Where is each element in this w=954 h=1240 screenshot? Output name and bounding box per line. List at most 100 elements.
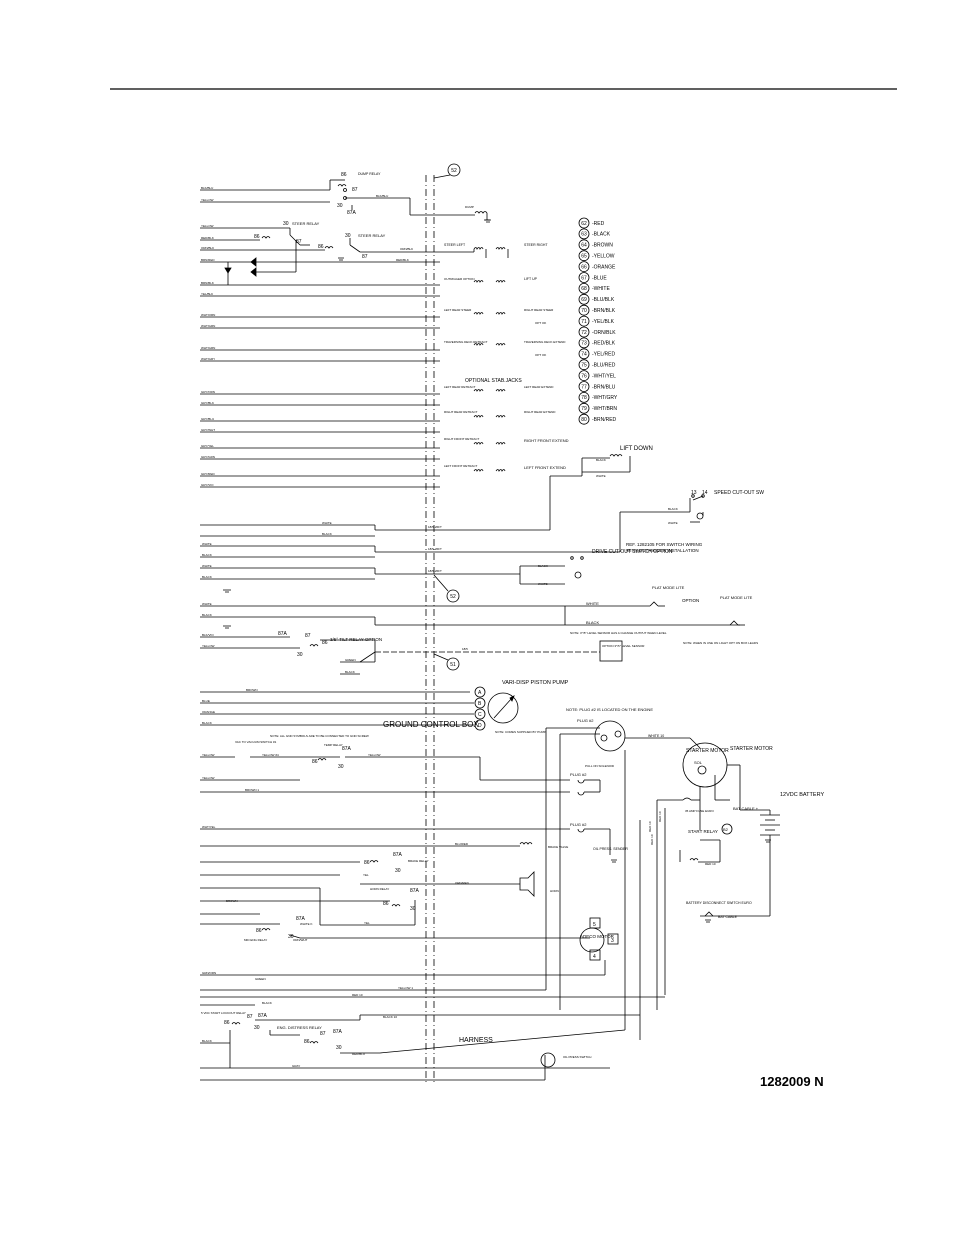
vac-switch: VAC TO VACUUM SWITCH #1 xyxy=(235,740,277,744)
legend-number: 74 xyxy=(581,352,587,358)
legend-number: 64 xyxy=(581,243,587,249)
battery xyxy=(740,809,780,917)
pump-note: NOTE: COMES SUPPLIED BY PUMP xyxy=(495,730,546,734)
drive-white: WHITE xyxy=(538,582,548,586)
lift-down-label: LIFT DOWN xyxy=(620,446,653,452)
solenoid-wires xyxy=(200,295,440,488)
black-10: BLACK 10 xyxy=(383,1015,397,1019)
level-sensor-label: OPTION 3°/5° LEVEL SENSOR xyxy=(602,644,645,648)
bat-cable-label: BAT CABLE + xyxy=(733,806,759,811)
legend-number: 69 xyxy=(581,297,587,303)
pin-86-temp: 86 xyxy=(312,759,318,765)
legend-number: 75 xyxy=(581,363,587,369)
yellow-1: YELLOW 1 xyxy=(398,986,413,990)
pin-30-temp: 30 xyxy=(338,764,344,770)
legend-circle xyxy=(578,337,590,349)
engine-plug xyxy=(545,720,690,1010)
pin-87-distress: 87 xyxy=(320,1031,326,1037)
fuse-label: 35 AMP FUSE EURO xyxy=(685,809,714,813)
eng-distress-label: ENG. DISTRESS RELAY xyxy=(277,1025,322,1030)
connector-51: 51 xyxy=(433,653,460,671)
pin-87a-tilt: 87A xyxy=(278,631,288,637)
start-lockout-label: 5 VDC START LOCKOUT RELAY xyxy=(201,1011,246,1015)
steer-left-label: STEER LEFT xyxy=(444,243,466,247)
legend-color: -WHT/BRN xyxy=(592,406,617,412)
legend-color: -ORANGE xyxy=(592,264,616,270)
starter-motor xyxy=(657,737,741,835)
lift-down-solenoid xyxy=(550,454,631,477)
lift-down-white: WHITE xyxy=(596,474,606,478)
legend-color: -BRN/RED xyxy=(592,417,617,423)
legend-item: 78 -WHT/GRY xyxy=(578,391,618,403)
color-legend: 62-RED63-BLACK64-BROWN65-YELLOW66-ORANGE… xyxy=(578,217,618,425)
legend-circle xyxy=(578,348,590,360)
tilt-green: GREEN xyxy=(345,658,356,662)
pin-87a-lockout: 87A xyxy=(258,1013,268,1019)
pin-86-steer1: 86 xyxy=(254,234,260,240)
grn-org: GRN/ORN xyxy=(202,971,216,975)
starter-1: STARTER MOTOR xyxy=(686,748,729,754)
sw-white-1: WHITE xyxy=(668,521,678,525)
battery-disconnect xyxy=(700,911,740,917)
right-front-retract-label: RIGHT FRONT RETRACT xyxy=(444,437,480,441)
left-wire-label: GRY/BLK xyxy=(201,401,214,405)
left-front-retract-label: LEFT FRONT RETRACT xyxy=(444,464,478,468)
white-k: WHITE K xyxy=(300,922,313,926)
wht-yel: WHT/YEL xyxy=(202,825,216,829)
sol-label: SOL xyxy=(694,760,703,765)
legend-number: 71 xyxy=(581,319,587,325)
pin-30-steer2: 30 xyxy=(345,233,351,239)
legend-number: 77 xyxy=(581,384,587,390)
oil-sender: OIL PRESS. SENDER xyxy=(593,847,628,851)
black-2: BLACK xyxy=(202,553,212,557)
pin-87a-temp: 87A xyxy=(342,746,352,752)
pin-86-tilt: 86 xyxy=(322,640,328,646)
oil-switch-label: OIL PRESS SWITCH xyxy=(563,1055,591,1059)
opt-ok-2-label: OPT OK xyxy=(535,353,546,357)
legend-color: -BLUE xyxy=(592,275,607,281)
legend-circle xyxy=(578,381,590,392)
pin-86-mideng: 86 xyxy=(256,928,262,934)
white-2: WHITE xyxy=(202,542,212,546)
legend-item: 63-BLACK xyxy=(578,228,611,240)
legend-number: 63 xyxy=(581,232,587,238)
plat-light-1: PLAT MODE LITE xyxy=(652,585,685,590)
traverse-extend-label: TRAVERSING DECK EXTEND xyxy=(524,340,566,344)
speed-cutout-switch xyxy=(689,494,705,523)
legend-color: -BLU/BLK xyxy=(592,297,615,303)
ref-note-1: REF. 1282105 FOR SWITCH WIRING xyxy=(626,542,703,547)
wire-label-orn-blk: ORN/BLK xyxy=(400,247,413,251)
plat-light-2: PLAT MODE LITE xyxy=(720,595,753,600)
tilt-black: BLACK xyxy=(345,670,355,674)
left-wire-label: GRY/RED xyxy=(201,472,215,476)
bat-cable-2: BAT CABLE xyxy=(718,915,738,919)
dump-solenoid xyxy=(474,211,490,221)
blu-red: BLU/RED xyxy=(455,842,469,846)
wire-yellow-left: YELLOW xyxy=(202,753,215,757)
gray: GRAY xyxy=(292,1064,300,1068)
left-wire-label-column: BLK/BLU YELLOW YELLOW RED/BLK ORN/BLK BR… xyxy=(201,186,215,487)
connector-52-mid-label: 52 xyxy=(450,594,456,600)
orn-wht: ORN/WHT xyxy=(293,938,307,942)
plat-option: OPTION xyxy=(682,598,699,603)
connector-b2: B2 xyxy=(723,827,729,832)
legend-item: 71-YEL/BLK xyxy=(578,315,615,327)
stab-jacks-title: OPTIONAL STAB.JACKS xyxy=(465,378,522,384)
legend-item: 80-BRN/RED xyxy=(578,413,617,425)
legend-number: 78 xyxy=(581,395,587,401)
legend-color: -BRN/BLU xyxy=(592,384,616,390)
legend-item: 68-WHITE xyxy=(578,282,610,294)
left-wire-label: RED/BLK xyxy=(201,236,214,240)
connector-52-top-label: 52 xyxy=(451,168,457,174)
legend-number: 70 xyxy=(581,308,587,314)
red-10-e: RED 10 xyxy=(352,993,363,997)
legend-circle xyxy=(578,228,590,240)
pin-87a-brake: 87A xyxy=(393,852,403,858)
wire-orange: ORANGE xyxy=(202,710,215,714)
legend-number: 68 xyxy=(581,286,587,292)
red-blu: RED/BLU xyxy=(352,1052,365,1056)
legend-color: -WHT/GRY xyxy=(592,395,618,401)
start-relay xyxy=(624,750,721,1040)
legend-circle xyxy=(578,272,590,283)
